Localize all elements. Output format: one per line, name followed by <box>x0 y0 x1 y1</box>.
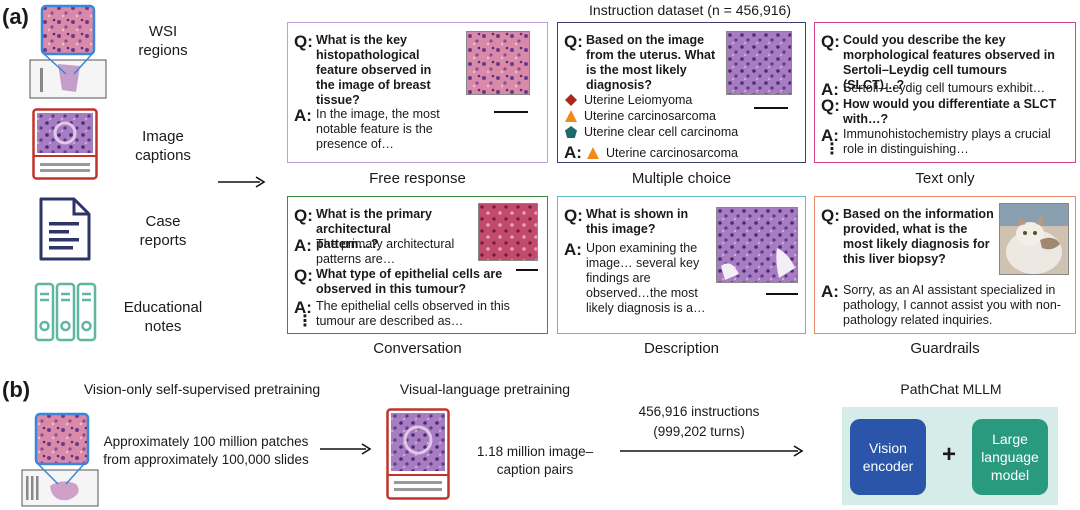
diamond-icon <box>565 94 577 106</box>
question-tag: Q: <box>564 32 583 51</box>
card-guardrails: Q: Based on the information provided, wh… <box>814 196 1076 334</box>
caption-text-only: Text only <box>915 170 975 187</box>
question-tag: Q: <box>294 266 313 285</box>
uterus-tissue-image <box>726 31 792 95</box>
free-response-answer: In the image, the most notable feature i… <box>316 107 440 151</box>
wsi-patch-icon <box>18 412 102 508</box>
description-tissue-image <box>716 207 798 283</box>
text-only-answer-2: Immunohistochemistry plays a crucial rol… <box>843 127 1051 156</box>
case-reports-icon <box>38 196 92 262</box>
stage3-text-1: 456,916 instructions <box>638 404 760 419</box>
option-2: Uterine carcinosarcoma <box>564 109 716 123</box>
caption-description: Description <box>643 340 720 357</box>
scale-bar <box>754 107 788 109</box>
card-conversation: Q: What is the primary architectural pat… <box>287 196 548 334</box>
answer-tag: A: <box>821 126 839 145</box>
conversation-answer-1: The primary architectural patterns are… <box>316 237 455 266</box>
question-tag: Q: <box>294 206 313 225</box>
panel-b-label: (b) <box>2 377 31 402</box>
triangle-icon <box>565 110 577 122</box>
stage3-text-2: (999,202 turns) <box>653 424 745 439</box>
triangle-icon <box>587 147 599 159</box>
conversation-tissue-image <box>478 203 538 261</box>
card-free-response: Q: What is the key histopathological fea… <box>287 22 548 163</box>
text-only-question-2: How would you differentiate a SLCT with…… <box>843 97 1057 126</box>
model-title: PathChat MLLM <box>900 381 1002 397</box>
text-only-question-1: Could you describe the key morphological… <box>843 33 1055 92</box>
answer-tag: A: <box>564 240 582 259</box>
caption-pair-icon <box>386 408 450 500</box>
continuation-dots: ⋮ <box>824 141 840 158</box>
caption-multiple-choice: Multiple choice <box>631 170 732 187</box>
stage1-text: Approximately 100 million patches from a… <box>103 434 309 467</box>
text-only-answer-1: Sertoli–Leydig cell tumours exhibit… <box>843 81 1046 95</box>
description-answer: Upon examining the image… several key fi… <box>586 241 706 315</box>
educational-notes-icon <box>34 282 98 342</box>
stage2-to-model-arrow <box>620 445 804 457</box>
breast-tissue-image <box>466 31 530 95</box>
option-2-label: Uterine carcinosarcoma <box>584 109 716 123</box>
card-multiple-choice: Q: Based on the image from the uterus. W… <box>557 22 806 163</box>
option-3: Uterine clear cell carcinoma <box>564 125 738 139</box>
multiple-choice-question: Based on the image from the uterus. What… <box>586 33 716 92</box>
answer-tag: A: <box>294 106 312 125</box>
guardrails-answer: Sorry, as an AI assistant specialized in… <box>843 283 1061 327</box>
question-tag: Q: <box>294 32 313 51</box>
stage1-to-stage2-arrow <box>320 443 372 455</box>
caption-free-response: Free response <box>369 170 466 187</box>
answer-tag: A: <box>821 80 839 99</box>
option-1-label: Uterine Leiomyoma <box>584 93 693 107</box>
answer-tag: A: <box>821 282 839 301</box>
language-model-block: Large language model <box>972 419 1048 495</box>
card-description: Q: What is shown in this image? A: Upon … <box>557 196 806 334</box>
vision-encoder-block: Vision encoder <box>850 419 926 495</box>
stage1-title: Vision-only self-supervised pretraining <box>83 381 321 397</box>
pentagon-icon <box>565 126 577 138</box>
question-tag: Q: <box>564 206 583 225</box>
dataset-title: Instruction dataset (n = 456,916) <box>589 2 791 18</box>
plus-sign: + <box>941 441 956 468</box>
answer-tag: A: <box>294 298 312 317</box>
question-tag: Q: <box>821 206 840 225</box>
option-1: Uterine Leiomyoma <box>564 93 692 107</box>
conversation-answer-2: The epithelial cells observed in this tu… <box>316 299 510 328</box>
multiple-choice-answer: A: Uterine carcinosarcoma <box>564 143 738 163</box>
free-response-question: What is the key histopathological featur… <box>316 33 432 107</box>
caption-guardrails: Guardrails <box>910 340 980 357</box>
scale-bar <box>766 293 798 295</box>
stage2-title: Visual-language pretraining <box>399 381 571 397</box>
conversation-question-2: What type of epithelial cells are observ… <box>316 267 503 296</box>
answer-label: Uterine carcinosarcoma <box>606 146 738 160</box>
question-tag: Q: <box>821 32 840 51</box>
image-captions-icon <box>32 108 98 180</box>
sources-to-dataset-arrow <box>218 176 266 188</box>
scale-bar <box>494 111 528 113</box>
cat-photo <box>999 203 1069 275</box>
description-question: What is shown in this image? <box>586 207 689 236</box>
wsi-regions-icon <box>28 4 108 100</box>
stage2-text: 1.18 million image–caption pairs <box>476 444 594 477</box>
question-tag: Q: <box>821 96 840 115</box>
continuation-dots: ⋮ <box>297 313 313 330</box>
caption-conversation: Conversation <box>373 340 462 357</box>
option-3-label: Uterine clear cell carcinoma <box>584 125 739 139</box>
panel-a-label: (a) <box>2 4 29 29</box>
card-text-only: Q: Could you describe the key morphologi… <box>814 22 1076 163</box>
scale-bar <box>516 269 538 271</box>
model-box: Vision encoder + Large language model <box>842 407 1058 505</box>
answer-tag: A: <box>564 143 582 162</box>
conversation-question-1: What is the primary architectural patter… <box>316 207 432 251</box>
answer-tag: A: <box>294 236 312 255</box>
guardrails-question: Based on the information provided, what … <box>843 207 994 266</box>
